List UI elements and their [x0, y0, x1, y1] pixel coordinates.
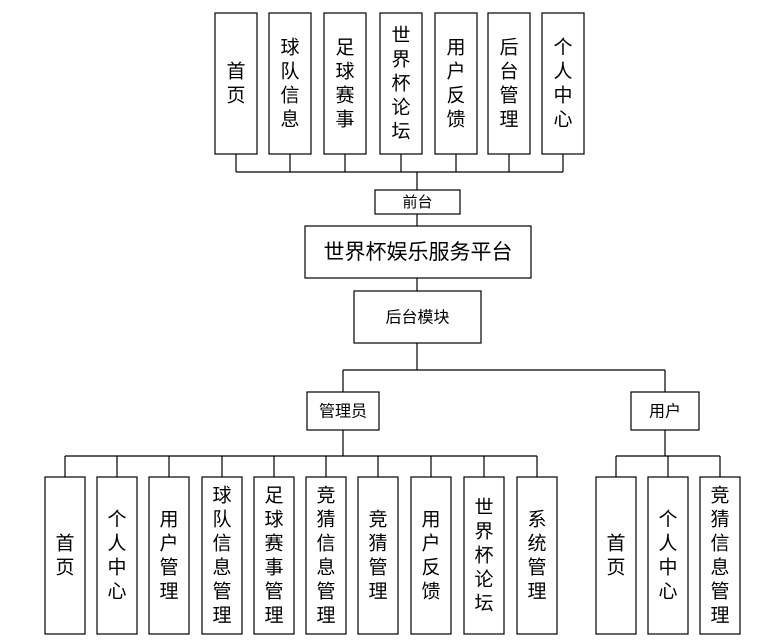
- admin-node: 管理员: [306, 391, 380, 431]
- vertical-label: 球队信息: [280, 37, 299, 131]
- vertical-label: 个人中心: [107, 509, 126, 603]
- admin-item-betting-info-management: 竞猜信息管理: [305, 476, 347, 635]
- front-label: 前台: [402, 193, 432, 211]
- front-item-user-feedback: 用户反馈: [434, 12, 478, 155]
- backend-node: 后台模块: [353, 290, 482, 344]
- vertical-label: 个人中心: [658, 509, 677, 603]
- admin-item-match-management: 足球赛事管理: [253, 476, 295, 635]
- admin-item-betting-management: 竞猜管理: [357, 476, 399, 635]
- vertical-label: 首页: [606, 533, 625, 579]
- admin-item-world-cup-forum: 世界杯论坛: [463, 476, 505, 635]
- vertical-label: 首页: [55, 533, 74, 579]
- vertical-label: 竞猜管理: [368, 509, 387, 603]
- admin-item-user-feedback: 用户反馈: [410, 476, 452, 635]
- vertical-label: 球队信息管理: [212, 485, 231, 627]
- user-node: 用户: [630, 391, 700, 431]
- connector-lines: [64, 154, 721, 477]
- vertical-label: 用户反馈: [421, 509, 440, 603]
- platform-title: 世界杯娱乐服务平台: [324, 240, 513, 264]
- user-item-home: 首页: [595, 476, 637, 635]
- vertical-label: 后台管理: [499, 37, 518, 131]
- user-item-betting-info-management: 竞猜信息管理: [699, 476, 741, 635]
- vertical-label: 足球赛事管理: [264, 485, 283, 627]
- vertical-label: 首页: [226, 61, 245, 107]
- front-item-home: 首页: [214, 12, 258, 155]
- vertical-label: 用户反馈: [446, 37, 465, 131]
- front-item-personal-center: 个人中心: [541, 12, 585, 155]
- front-node: 前台: [374, 189, 461, 215]
- front-item-admin-management: 后台管理: [487, 12, 531, 155]
- platform-node: 世界杯娱乐服务平台: [304, 225, 532, 279]
- vertical-label: 足球赛事: [335, 37, 354, 131]
- backend-label: 后台模块: [385, 308, 449, 327]
- vertical-label: 个人中心: [553, 37, 572, 131]
- admin-item-system-management: 系统管理: [516, 476, 558, 635]
- vertical-label: 竞猜信息管理: [710, 485, 729, 627]
- front-item-team-info: 球队信息: [268, 12, 312, 155]
- vertical-label: 竞猜信息管理: [316, 485, 335, 627]
- admin-item-user-management: 用户管理: [148, 476, 190, 635]
- admin-item-team-info-management: 球队信息管理: [201, 476, 243, 635]
- user-label: 用户: [649, 402, 681, 421]
- admin-label: 管理员: [319, 402, 367, 421]
- admin-item-personal-center: 个人中心: [96, 476, 138, 635]
- admin-item-home: 首页: [44, 476, 86, 635]
- vertical-label: 世界杯论坛: [391, 25, 410, 143]
- vertical-label: 用户管理: [159, 509, 178, 603]
- vertical-label: 世界杯论坛: [474, 497, 493, 615]
- vertical-label: 系统管理: [527, 509, 546, 603]
- front-item-football-matches: 足球赛事: [323, 12, 367, 155]
- user-item-personal-center: 个人中心: [647, 476, 689, 635]
- front-item-world-cup-forum: 世界杯论坛: [379, 12, 423, 155]
